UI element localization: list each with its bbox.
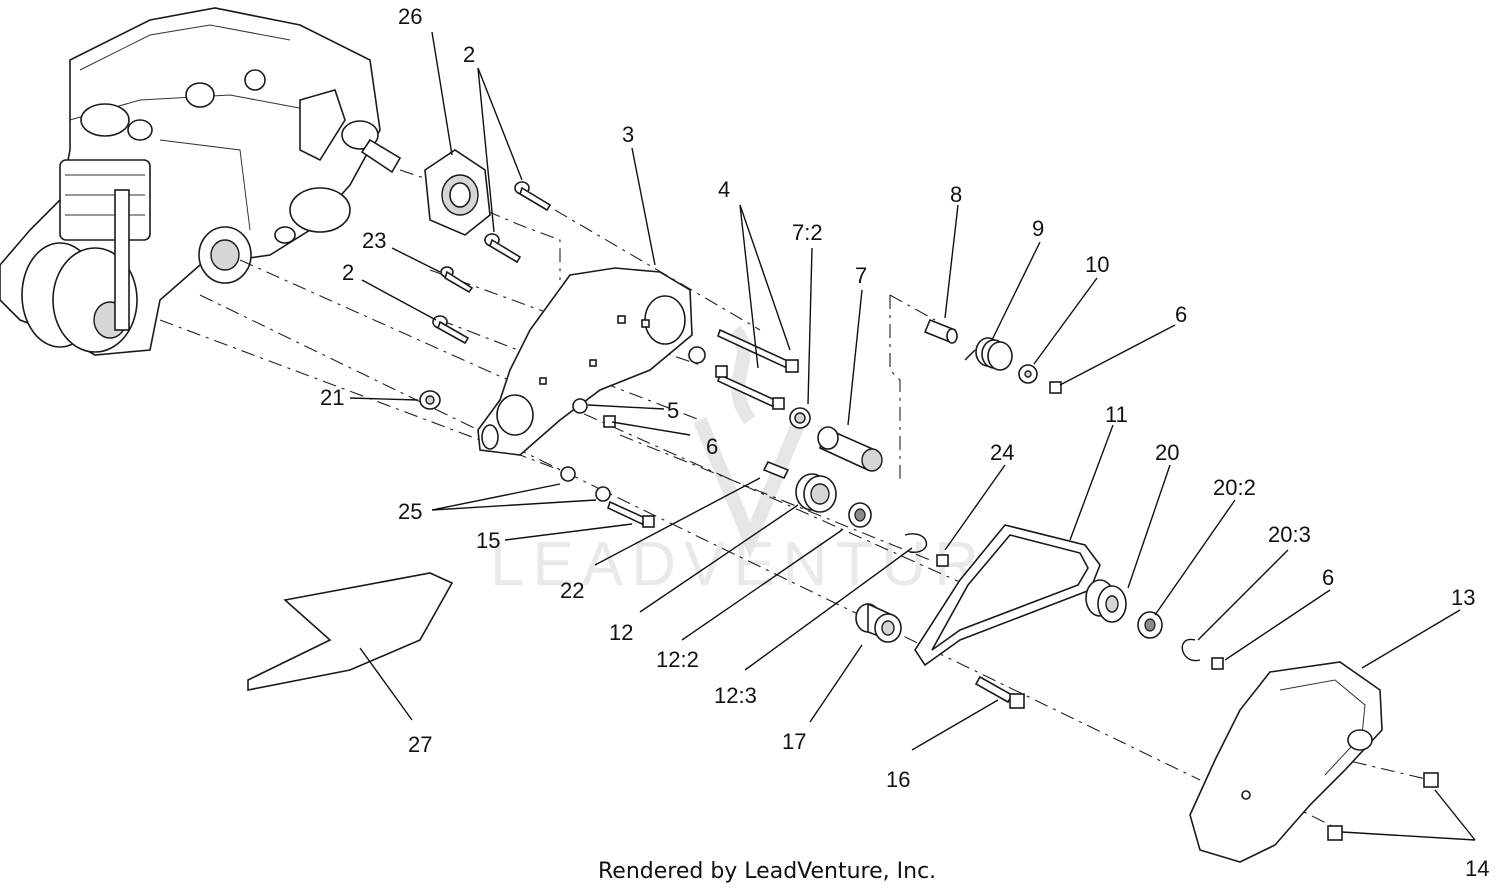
part-15-bolt: [607, 500, 655, 528]
callout-20-2: 20:2: [1213, 475, 1256, 500]
callout-27: 27: [408, 732, 432, 757]
callout-8: 8: [950, 182, 962, 207]
callout-5: 5: [667, 398, 679, 423]
part-2-bolts: [432, 181, 552, 345]
part-12-3-snap-ring: [904, 533, 928, 553]
callout-12: 12: [609, 620, 633, 645]
callout-4: 4: [718, 177, 730, 202]
callout-25: 25: [398, 499, 422, 524]
part-22-pin: [762, 460, 790, 480]
part-23-pin: [440, 266, 474, 294]
callout-6-a: 6: [1175, 302, 1187, 327]
part-12-pulley: [795, 473, 837, 513]
part-20-3-snap-ring: [1181, 638, 1201, 662]
callout-2: 2: [463, 42, 475, 67]
part-8-spacer: [923, 318, 958, 344]
part-7-shaft: [817, 426, 883, 472]
part-20-pulley: [1085, 579, 1127, 623]
part-17-pulley: [855, 602, 902, 643]
part-14-nuts: [1327, 772, 1439, 841]
part-4-bolts: [717, 328, 799, 410]
callout-10: 10: [1085, 252, 1109, 277]
callout-12-2: 12:2: [656, 647, 699, 672]
part-25-washers: [560, 466, 611, 502]
callout-3: 3: [622, 122, 634, 147]
callout-23: 23: [362, 228, 386, 253]
callout-20-3: 20:3: [1268, 522, 1311, 547]
callout-12-3: 12:3: [714, 683, 757, 708]
callout-6-b: 6: [706, 434, 718, 459]
leader-lines: [349, 31, 1476, 841]
part-11-belt: [914, 524, 1101, 667]
callout-16: 16: [886, 767, 910, 792]
callout-20: 20: [1155, 440, 1179, 465]
callout-9: 9: [1032, 216, 1044, 241]
part-3-bracket: [477, 267, 693, 456]
render-credit: Rendered by LeadVenture, Inc.: [598, 859, 936, 884]
part-16-bolt: [974, 675, 1025, 709]
part-13-belt-cover: [1189, 661, 1383, 863]
callout-7: 7: [855, 263, 867, 288]
part-5-washers: [572, 346, 706, 414]
callout-17: 17: [782, 729, 806, 754]
callout-11: 11: [1105, 402, 1128, 427]
assembly-lines: [159, 169, 1431, 831]
part-6-nuts: [603, 365, 1224, 670]
callout-14: 14: [1465, 856, 1489, 881]
callout-2-b: 2: [342, 260, 354, 285]
part-12-2-bearing: [848, 502, 872, 528]
part-27-blade: [247, 572, 454, 691]
part-7-2-bushing: [789, 407, 811, 429]
part-9-spring: [964, 337, 1013, 371]
callout-24: 24: [990, 440, 1014, 465]
part-20-2-bearing: [1137, 611, 1163, 639]
callout-labels: 26 2 3 4 7:2 7 8 9 10 6 23 2 21 5 6 11 2…: [320, 4, 1489, 881]
callout-7-2: 7:2: [792, 220, 823, 245]
callout-15: 15: [476, 528, 500, 553]
callout-6-c: 6: [1322, 565, 1334, 590]
part-21-spacer: [419, 390, 441, 410]
engine-housing: [0, 7, 402, 356]
part-10-washer: [1018, 364, 1038, 384]
callout-22: 22: [560, 578, 584, 603]
callout-13: 13: [1451, 585, 1475, 610]
callout-21: 21: [320, 385, 344, 410]
callout-26: 26: [398, 4, 422, 29]
part-26-adapter: [424, 149, 491, 236]
